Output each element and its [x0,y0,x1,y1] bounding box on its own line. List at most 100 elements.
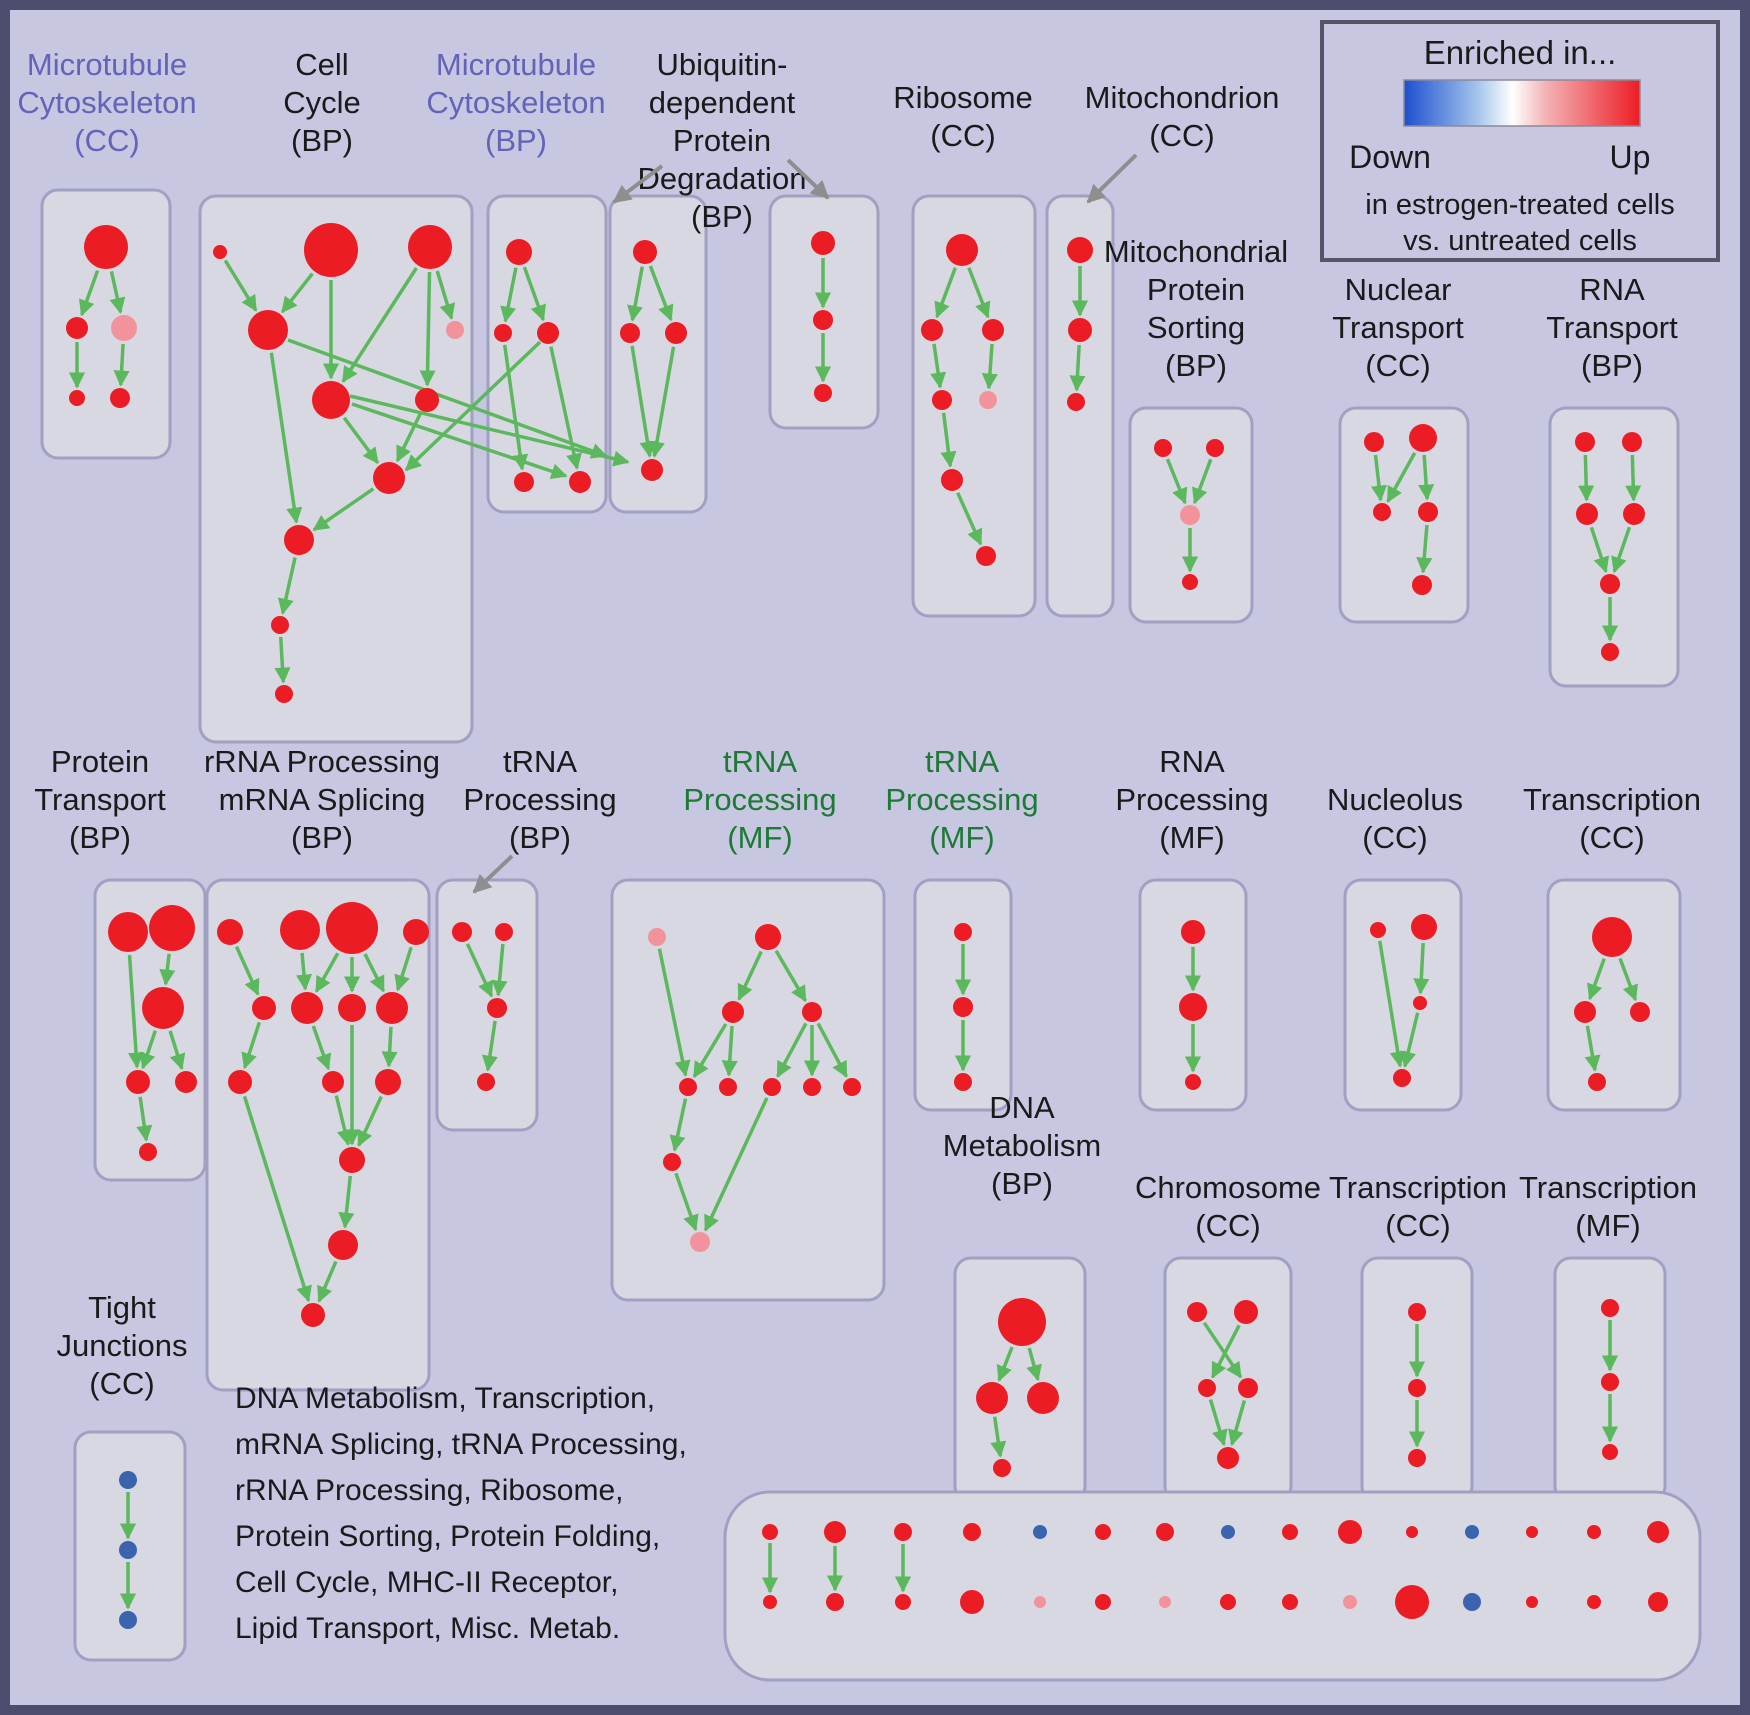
edge-mitochondrion-cc-1-2 [1069,344,1086,392]
group-label-trna-processing-bp: tRNA [503,744,577,779]
node-rrna-processing-mrna-splicing-bp-3 [403,919,429,945]
edge-mitochondrial-protein-sorting-bp-1-2 [1192,458,1213,505]
edge-ubiquitin-dependent-protein-degradation-bp-1-0-1 [627,266,644,322]
node-cell-cycle-bp-7 [373,462,405,494]
edge-nuclear-transport-cc-3-4 [1416,524,1433,574]
group-label-chromosome-cc: (CC) [1195,1208,1260,1243]
edge-rna-transport-bp-0-2 [1578,454,1595,502]
node-cell-cycle-bp-6 [415,388,439,412]
group-label-tight-junctions-cc: Junctions [57,1328,188,1363]
node-misc-pathways-20 [1095,1594,1111,1610]
node-cell-cycle-bp-9 [271,616,289,634]
node-trna-processing-mf-1-9 [663,1153,681,1171]
edge-rrna-processing-mrna-splicing-bp-9-11 [334,1095,353,1147]
node-misc-pathways-27 [1526,1596,1538,1608]
edge-trna-processing-mf-1-2-4 [692,1023,728,1079]
node-ribosome-cc-2 [982,319,1004,341]
label-pointer-1 [786,158,830,200]
group-label-mitochondrial-protein-sorting-bp: (BP) [1165,348,1227,383]
legend-box [1320,20,1720,262]
node-microtubule-cytoskeleton-bp-4 [569,471,591,493]
layer-labels: MicrotubuleCytoskeleton(CC)CellCycle(BP)… [17,47,1701,1401]
group-label-trna-processing-mf-2: tRNA [925,744,999,779]
node-misc-pathways-7 [1221,1525,1235,1539]
node-tight-junctions-cc-2 [119,1611,137,1629]
edge-microtubule-cytoskeleton-cc-0-2 [109,271,126,314]
group-box-trna-processing-bp [435,878,539,1132]
node-nucleolus-cc-2 [1413,996,1427,1010]
group-label-microtubule-cytoskeleton-bp: (BP) [485,123,547,158]
group-box-cell-cycle-bp [198,194,474,744]
edge-chromosome-cc-1-2 [1210,1324,1241,1379]
group-label-trna-processing-mf-2: Processing [885,782,1038,817]
group-label-ubiquitin-dependent-protein-degradation-bp-1: (BP) [691,199,753,234]
node-trna-processing-mf-2-2 [954,1073,972,1091]
node-rna-transport-bp-2 [1576,503,1598,525]
node-trna-processing-mf-1-8 [843,1078,861,1096]
node-microtubule-cytoskeleton-cc-0 [84,225,128,269]
node-misc-pathways-25 [1395,1585,1429,1619]
group-label-transcription-mf: Transcription [1519,1170,1697,1205]
node-ubiquitin-dependent-protein-degradation-bp-1-3 [641,459,663,481]
group-label-transcription-cc-2: Transcription [1329,1170,1507,1205]
group-label-rna-transport-bp: (BP) [1581,348,1643,383]
node-cell-cycle-bp-8 [284,525,314,555]
edge-transcription-cc-1-0-2 [1618,957,1638,1002]
node-misc-pathways-14 [1647,1521,1669,1543]
misc-note-line: rRNA Processing, Ribosome, [235,1474,623,1507]
group-label-trna-processing-mf-1: (MF) [727,820,792,855]
group-label-nuclear-transport-cc: (CC) [1365,348,1430,383]
node-misc-pathways-1 [824,1521,846,1543]
edge-microtubule-cytoskeleton-cc-2-4 [113,343,130,387]
node-trna-processing-mf-1-1 [755,924,781,950]
node-tight-junctions-cc-1 [119,1541,137,1559]
group-label-ubiquitin-dependent-protein-degradation-bp-1: Degradation [638,161,807,196]
group-box-ubiquitin-dependent-protein-degradation-bp-1 [608,194,708,514]
edge-trna-processing-mf-1-0-4 [657,948,691,1077]
node-microtubule-cytoskeleton-bp-0 [506,239,532,265]
misc-note-line: mRNA Splicing, tRNA Processing, [235,1428,687,1461]
edge-trna-processing-mf-1-9-10 [674,1172,699,1232]
node-rrna-processing-mrna-splicing-bp-13 [301,1303,325,1327]
group-label-transcription-cc-1: (CC) [1579,820,1644,855]
group-box-nucleolus-cc [1343,878,1463,1112]
edge-trna-processing-bp-2-3 [481,1020,498,1072]
node-rrna-processing-mrna-splicing-bp-6 [338,994,366,1022]
group-label-trna-processing-bp: (BP) [509,820,571,855]
group-label-rna-processing-mf: RNA [1159,744,1225,779]
node-trna-processing-mf-1-3 [802,1002,822,1022]
node-trna-processing-bp-2 [487,998,507,1018]
node-transcription-cc-1-2 [1630,1002,1650,1022]
node-rna-transport-bp-0 [1575,432,1595,452]
node-cell-cycle-bp-2 [408,225,452,269]
group-box-nuclear-transport-cc [1338,406,1470,624]
node-misc-pathways-12 [1526,1526,1538,1538]
legend-subtitle-2: vs. untreated cells [1403,225,1637,257]
edge-rna-transport-bp-3-4 [1611,526,1632,574]
edge-microtubule-cytoskeleton-bp-1-3 [502,344,529,471]
node-ribosome-cc-6 [976,546,996,566]
node-transcription-cc-1-1 [1574,1001,1596,1023]
node-microtubule-cytoskeleton-cc-2 [111,315,137,341]
node-ubiquitin-dependent-protein-degradation-bp-2-0 [811,231,835,255]
edge-nuclear-transport-cc-1-3 [1418,454,1435,501]
node-nuclear-transport-cc-1 [1409,424,1437,452]
edge-trna-processing-mf-1-3-6 [776,1022,808,1078]
node-mitochondrial-protein-sorting-bp-3 [1182,574,1198,590]
group-label-dna-metabolism-bp: DNA [989,1090,1055,1125]
edge-cell-cycle-bp-6-7 [395,412,423,463]
node-rrna-processing-mrna-splicing-bp-7 [376,992,408,1024]
node-ribosome-cc-1 [921,319,943,341]
edge-protein-transport-bp-2-4 [168,1030,186,1071]
legend-title: Enriched in... [1424,34,1617,71]
node-transcription-mf-0 [1601,1299,1619,1317]
node-trna-processing-bp-3 [477,1073,495,1091]
node-misc-pathways-2 [894,1523,912,1541]
edge-ribosome-cc-3-5 [940,412,957,468]
group-label-cell-cycle-bp: Cycle [283,85,361,120]
group-label-trna-processing-mf-2: (MF) [929,820,994,855]
group-box-dna-metabolism-bp [953,1256,1087,1504]
node-cell-cycle-bp-3 [248,310,288,350]
